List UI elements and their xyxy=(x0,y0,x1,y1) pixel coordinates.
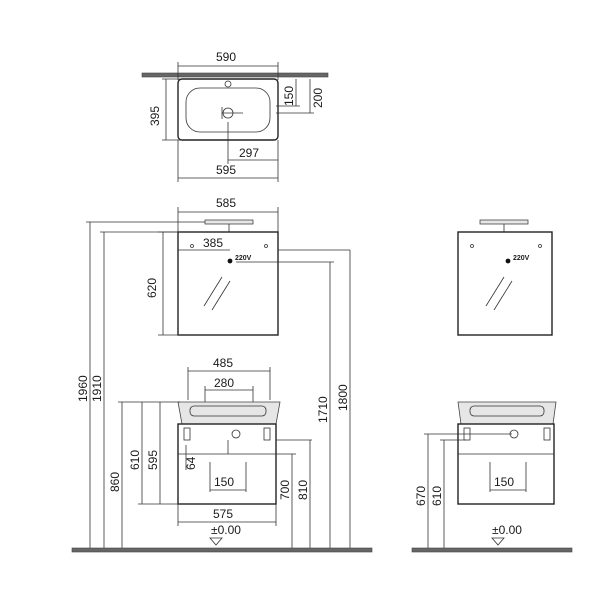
dim-590: 590 xyxy=(216,50,236,64)
front-elevation: 585 385 220V 620 1960 1910 1710 1800 xyxy=(71,196,373,553)
dim-150-drawer: 150 xyxy=(214,475,234,489)
dim-150: 150 xyxy=(282,86,296,106)
side-socket-icon xyxy=(505,258,511,264)
side-dim-610: 610 xyxy=(430,486,444,506)
dim-1960: 1960 xyxy=(76,375,90,402)
dim-485: 485 xyxy=(213,356,233,370)
side-mirror xyxy=(457,231,553,336)
dim-810: 810 xyxy=(296,480,310,500)
cabinet xyxy=(177,423,277,505)
siphon-right xyxy=(263,427,271,441)
side-view: 220V 150 670 610 ±0.00 xyxy=(411,219,573,553)
dim-1800: 1800 xyxy=(336,384,350,411)
floor-level-marker xyxy=(209,537,223,546)
side-dim-670: 670 xyxy=(414,486,428,506)
dim-280: 280 xyxy=(214,376,234,390)
dim-1910: 1910 xyxy=(90,375,104,402)
dim-200: 200 xyxy=(311,88,325,108)
socket-220v: 220V xyxy=(235,255,252,262)
floor-level-front: ±0.00 xyxy=(211,523,241,537)
dim-595-h: 595 xyxy=(146,450,160,470)
dim-620: 620 xyxy=(145,278,159,298)
dim-860: 860 xyxy=(108,472,122,492)
mirror xyxy=(177,231,279,336)
dim-64: 64 xyxy=(184,456,198,470)
dim-585: 585 xyxy=(216,196,236,210)
dim-297: 297 xyxy=(239,146,259,160)
side-dim-150: 150 xyxy=(494,475,514,489)
dim-385: 385 xyxy=(203,236,223,250)
light-bar xyxy=(204,219,254,225)
basin-top xyxy=(177,401,281,425)
dim-595: 595 xyxy=(216,163,236,177)
siphon-left xyxy=(183,427,191,441)
top-tap-hole xyxy=(224,80,232,88)
floor-front xyxy=(71,547,373,553)
floor-level-side: ±0.00 xyxy=(492,523,522,537)
dim-395: 395 xyxy=(148,106,162,126)
side-light-bar xyxy=(479,219,529,225)
dim-1710: 1710 xyxy=(316,396,330,423)
floor-side xyxy=(411,547,573,553)
side-basin-top xyxy=(457,401,557,425)
dim-575: 575 xyxy=(213,507,233,521)
side-cabinet xyxy=(457,423,555,505)
dim-700: 700 xyxy=(278,480,292,500)
top-wall xyxy=(141,72,329,78)
top-view: 590 395 150 200 297 595 xyxy=(141,50,329,182)
dim-610: 610 xyxy=(128,450,142,470)
side-socket-220v: 220V xyxy=(513,255,530,262)
socket-icon xyxy=(227,258,233,264)
